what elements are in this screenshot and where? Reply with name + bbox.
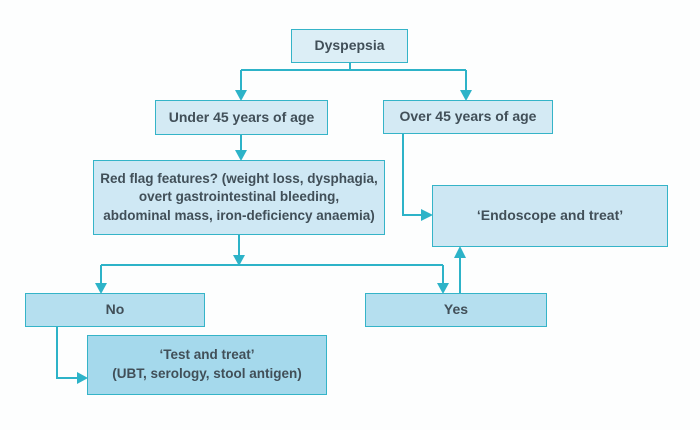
edge-no-testtreat <box>56 327 79 379</box>
arrowhead-yes <box>437 283 449 294</box>
node-under-45: Under 45 years of age <box>155 100 328 135</box>
node-yes: Yes <box>365 293 547 327</box>
arrowhead-over45 <box>460 90 472 101</box>
node-under-45-label: Under 45 years of age <box>168 108 315 125</box>
edge-over45-endoscope <box>402 133 423 216</box>
node-endoscope-and-treat: ‘Endoscope and treat’ <box>432 185 668 247</box>
node-red-flag-line-2: overt gastrointestinal bleeding, <box>138 189 340 205</box>
node-dyspepsia: Dyspepsia <box>291 29 408 63</box>
node-no-label: No <box>105 301 125 318</box>
arrowhead-split <box>233 255 245 266</box>
node-test-and-treat: ‘Test and treat’ (UBT, serology, stool a… <box>87 335 327 395</box>
node-red-flag-line-1: Red flag features? (weight loss, dysphag… <box>100 170 378 186</box>
arrowhead-no <box>95 283 107 294</box>
node-yes-label: Yes <box>443 301 469 318</box>
node-over-45: Over 45 years of age <box>383 100 553 134</box>
node-red-flag-features: Red flag features? (weight loss, dysphag… <box>93 160 385 235</box>
node-dyspepsia-label: Dyspepsia <box>314 37 385 54</box>
node-test-and-treat-line-1: ‘Test and treat’ <box>159 347 255 363</box>
arrowhead-testtreat <box>77 372 88 384</box>
arrowhead-under45 <box>235 90 247 101</box>
node-over-45-label: Over 45 years of age <box>399 108 537 125</box>
node-endoscope-label: ‘Endoscope and treat’ <box>476 207 624 224</box>
node-red-flag-line-3: abdominal mass, iron-deficiency anaemia) <box>103 207 375 223</box>
edge-dyspepsia-split <box>241 63 466 71</box>
arrowhead-endoscope-left <box>421 209 433 221</box>
arrowhead-endoscope-up <box>454 246 466 258</box>
arrowhead-redflag <box>235 150 247 161</box>
node-no: No <box>25 293 205 327</box>
node-test-and-treat-line-2: (UBT, serology, stool antigen) <box>112 366 302 381</box>
